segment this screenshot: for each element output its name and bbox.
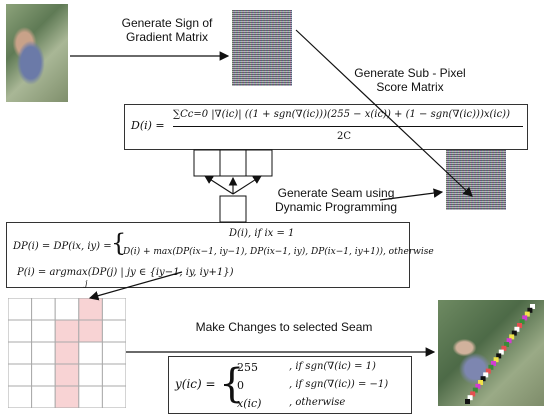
score-equation-lhs: D(i) = bbox=[131, 119, 165, 132]
output-seam-pixel bbox=[498, 349, 504, 355]
subpixel-score-noise-matrix bbox=[446, 150, 506, 210]
sign-gradient-noise-matrix bbox=[232, 10, 292, 86]
update-case3-condition: , otherwise bbox=[289, 397, 346, 408]
arrow-to-seam-grid bbox=[88, 271, 183, 301]
update-equation-box: y(ic) = { 255 , if sgn(∇(ic) = 1) 0 , if… bbox=[168, 356, 412, 414]
output-seam-pixel bbox=[530, 304, 535, 309]
output-seam-pixel bbox=[467, 395, 473, 401]
step-label-make-changes: Make Changes to selected Seam bbox=[195, 320, 373, 334]
update-case1-value: 255 bbox=[237, 361, 258, 374]
step-label-sign-gradient: Generate Sign of Gradient Matrix bbox=[121, 16, 213, 44]
update-case3-value: x(ic) bbox=[237, 397, 262, 410]
dp-arrow-right bbox=[232, 175, 262, 195]
output-seam-pixel bbox=[522, 315, 528, 321]
output-seam-pixel bbox=[506, 338, 512, 344]
output-seam-pixel bbox=[501, 345, 507, 351]
output-seam-pixel bbox=[478, 380, 483, 385]
dp-cell-right bbox=[245, 149, 273, 177]
output-seam-pixel bbox=[491, 361, 496, 366]
seam-grid bbox=[8, 298, 126, 408]
score-equation-numerator: ∑Cc=0 |∇(ic)| ((1 + sgn(∇(ic)))(255 − x(… bbox=[173, 109, 510, 120]
output-seam-pixel bbox=[524, 311, 530, 317]
score-equation-fraction-bar bbox=[173, 126, 523, 127]
dp-equation-case1: D(i), if ix = 1 bbox=[229, 228, 295, 239]
arrow-to-seam-dp bbox=[379, 188, 444, 201]
update-equation-brace: { bbox=[219, 361, 245, 407]
score-equation-denominator: 2C bbox=[337, 131, 352, 142]
argmax-equation: P(i) = argmax(DP(j) | jy ∈ {iy−1, iy, iy… bbox=[17, 267, 234, 278]
output-seam-pixel bbox=[475, 383, 481, 389]
output-seam-pixel bbox=[470, 391, 476, 397]
dp-equation-lhs: DP(i) = DP(ix, iy) = bbox=[13, 241, 112, 252]
dp-cell-current bbox=[219, 195, 247, 223]
step-label-subpixel-score: Generate Sub - Pixel Score Matrix bbox=[354, 66, 466, 94]
dp-equation-case2: D(i) + max(DP(ix−1, iy−1), DP(ix−1, iy),… bbox=[123, 247, 434, 257]
argmax-subscript: j bbox=[85, 279, 88, 288]
output-seam-pixel bbox=[519, 319, 525, 325]
output-seam-pixel bbox=[514, 326, 520, 332]
output-seam-pixel bbox=[496, 353, 502, 359]
update-equation-lhs: y(ic) = bbox=[175, 377, 216, 391]
score-equation-box: D(i) = ∑Cc=0 |∇(ic)| ((1 + sgn(∇(ic)))(2… bbox=[124, 104, 528, 150]
output-seam-pixel bbox=[517, 323, 522, 328]
output-seam-pixel bbox=[488, 364, 494, 370]
output-seam-pixel bbox=[465, 399, 470, 404]
output-seam-pixel bbox=[509, 334, 515, 340]
output-seam-overlay bbox=[465, 304, 535, 404]
dp-cell-mid bbox=[219, 149, 247, 177]
step-label-seam-dp: Generate Seam using Dynamic Programming bbox=[274, 186, 398, 214]
input-image-thumbnail bbox=[6, 4, 68, 102]
output-seam-pixel bbox=[483, 372, 489, 378]
output-seam-pixel bbox=[485, 368, 491, 374]
dp-equation-box: DP(i) = DP(ix, iy) = { D(i), if ix = 1 D… bbox=[6, 222, 434, 288]
arrow-to-subpixel-score bbox=[295, 29, 473, 197]
output-seam-pixel bbox=[493, 357, 499, 363]
output-seam-pixel bbox=[480, 376, 486, 382]
update-case2-value: 0 bbox=[237, 379, 244, 392]
dp-arrow-left bbox=[204, 175, 234, 195]
dp-equation-brace: { bbox=[111, 229, 127, 257]
output-seam-pixel bbox=[472, 387, 478, 393]
output-seam-pixel bbox=[504, 342, 509, 347]
output-seam-pixel bbox=[527, 307, 533, 313]
seam-grid-cell bbox=[101, 385, 126, 408]
dp-cell-left bbox=[193, 149, 221, 177]
output-seam-pixel bbox=[511, 330, 517, 336]
update-case1-condition: , if sgn(∇(ic) = 1) bbox=[289, 361, 376, 372]
update-case2-condition: , if sgn(∇(ic)) = −1) bbox=[289, 379, 389, 390]
